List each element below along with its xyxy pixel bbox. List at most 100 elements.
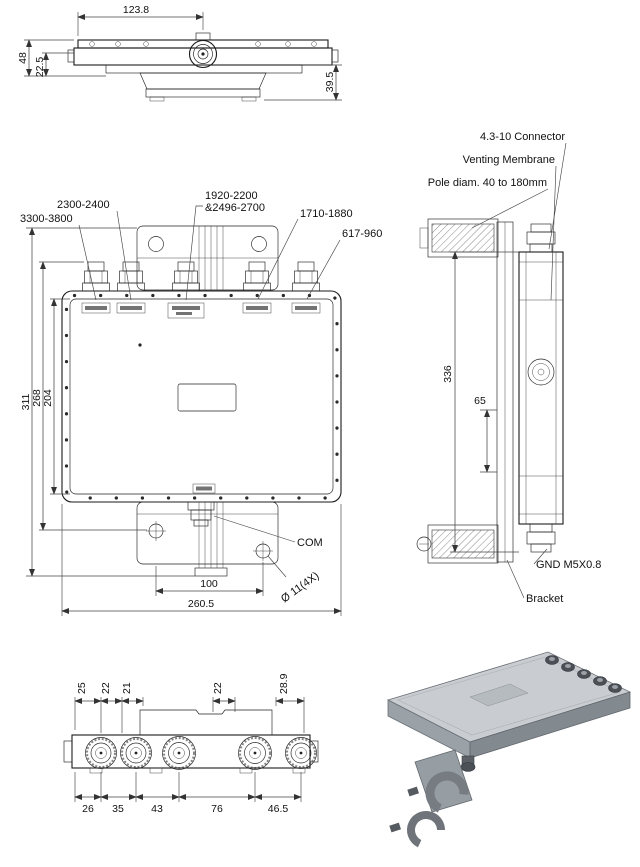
label-band-617: 617-960 xyxy=(342,228,382,240)
dim-front-204: 204 xyxy=(42,389,54,407)
dim-bottom-43: 43 xyxy=(151,803,163,815)
clamp-bolt-top xyxy=(419,227,429,249)
center-connector-icon xyxy=(188,39,218,69)
front-callouts: 3300-3800 2300-2400 1920-2200 &2496-2700… xyxy=(20,190,382,605)
side-annotations: 4.3-10 Connector Venting Membrane Pole d… xyxy=(428,131,602,605)
bracket-trapezoid xyxy=(139,72,267,90)
iso-clamp-lower xyxy=(407,811,446,849)
dim-front-311: 311 xyxy=(20,393,32,410)
connector-port-2300 xyxy=(117,261,145,292)
connector-face-4 xyxy=(238,736,272,770)
dim-top-depth-39-5: 39.5 xyxy=(324,72,336,93)
view-top: 123.8 48 22.5 39.5 xyxy=(17,4,342,102)
connector-face-2 xyxy=(120,737,152,769)
vent-hole xyxy=(138,343,142,347)
bottom-raised-plate xyxy=(139,709,273,735)
center-connector-stem xyxy=(195,32,211,41)
label-band-1920-line1: 1920-2200 xyxy=(205,190,258,202)
dim-bottom-21: 21 xyxy=(121,682,133,694)
dim-front-100: 100 xyxy=(200,578,218,590)
iso-connectors xyxy=(545,655,622,693)
dim-bottom-22b: 22 xyxy=(212,682,224,694)
front-bottom-bracket xyxy=(136,501,279,577)
label-hole-diameter: Ø 11(4X) xyxy=(279,570,321,605)
bottom-dimensions-bottom: 26 35 43 76 46.5 xyxy=(74,772,302,815)
bottom-view-part xyxy=(63,709,319,774)
iso-com-connector xyxy=(460,755,476,772)
side-bracket-plate xyxy=(496,221,514,563)
front-dimensions: 311 268 204 100 260.5 xyxy=(20,227,342,616)
label-com: COM xyxy=(297,537,323,549)
dim-top-width: 123.8 xyxy=(123,4,149,16)
top-plate-screws xyxy=(89,41,317,47)
dim-bottom-25: 25 xyxy=(76,682,88,694)
bottom-dimensions-top: 25 22 21 22 28.9 xyxy=(74,673,305,733)
side-bottom-connector xyxy=(526,523,556,553)
bottom-feet xyxy=(89,767,306,774)
right-end-cap xyxy=(331,49,339,63)
bracket-foot-left xyxy=(149,96,165,102)
side-bottom-clamp xyxy=(416,524,499,564)
label-band-1920-line2: &2496-2700 xyxy=(205,202,265,214)
label-pole-diameter: Pole diam. 40 to 180mm xyxy=(428,177,547,189)
enclosure-lid-edge xyxy=(69,298,334,495)
label-venting-membrane: Venting Membrane xyxy=(463,154,555,166)
bracket-base xyxy=(145,88,261,98)
connector-face-5 xyxy=(285,737,317,769)
bracket-bar xyxy=(105,64,303,74)
pole-section-bottom xyxy=(431,529,495,559)
view-bottom: 25 22 21 22 28.9 26 35 43 76 46.5 xyxy=(63,673,319,815)
connector-face-3 xyxy=(162,736,196,770)
pole-section-top xyxy=(431,223,495,253)
connector-port-1710 xyxy=(243,261,271,292)
side-body xyxy=(518,223,564,553)
lid-screws xyxy=(64,293,339,500)
iso-label-plate xyxy=(469,683,529,707)
connector-face-1 xyxy=(85,737,117,769)
label-band-3300: 3300-3800 xyxy=(20,213,73,225)
side-knob xyxy=(527,358,555,386)
enclosure-outline xyxy=(61,290,342,503)
dim-bottom-76: 76 xyxy=(211,803,223,815)
side-top-clamp xyxy=(419,218,499,258)
iso-lid-edge xyxy=(397,656,621,736)
mount-hole-top-left xyxy=(148,236,164,252)
dim-front-268: 268 xyxy=(31,389,43,407)
iso-clamp-bolt-upper xyxy=(407,786,419,797)
connector-port-3300 xyxy=(82,261,110,292)
port-name-plates xyxy=(81,302,321,319)
dim-top-height-22-5: 22.5 xyxy=(34,57,46,78)
channel-foot xyxy=(194,567,228,577)
iso-clamp-upper xyxy=(425,771,469,815)
mount-hole-bottom-right xyxy=(253,541,273,561)
top-view-dimensions: 123.8 48 22.5 39.5 xyxy=(17,4,342,101)
view-isometric xyxy=(386,651,632,849)
connector-port-1920 xyxy=(172,261,200,292)
mount-channel-bottom xyxy=(137,502,278,568)
dim-front-260-5: 260.5 xyxy=(188,598,214,610)
top-body xyxy=(73,47,333,66)
mount-plate-bottom xyxy=(136,501,279,565)
iso-right-face xyxy=(469,691,631,759)
view-side: 4.3-10 Connector Venting Membrane Pole d… xyxy=(416,131,602,605)
mount-hole-top-right xyxy=(251,236,267,252)
product-label-plate xyxy=(177,383,237,412)
view-front: 3300-3800 2300-2400 1920-2200 &2496-2700… xyxy=(20,190,382,616)
dim-side-65: 65 xyxy=(474,395,486,407)
label-band-2300: 2300-2400 xyxy=(57,199,110,211)
label-43-10-connector: 4.3-10 Connector xyxy=(480,131,565,143)
dim-bottom-22a: 22 xyxy=(100,682,112,694)
com-name-plate xyxy=(192,483,216,494)
clamp-bolt-bottom xyxy=(416,536,432,552)
mount-hole-bottom-left xyxy=(146,521,166,541)
dim-side-336: 336 xyxy=(442,365,454,383)
left-end-cap xyxy=(67,49,75,63)
bottom-left-tab xyxy=(63,740,73,763)
dim-bottom-28-9: 28.9 xyxy=(278,673,290,694)
label-bracket: Bracket xyxy=(526,593,563,605)
dim-bottom-26: 26 xyxy=(82,803,94,815)
bottom-connector-faces xyxy=(85,736,317,770)
front-enclosure xyxy=(61,290,342,503)
